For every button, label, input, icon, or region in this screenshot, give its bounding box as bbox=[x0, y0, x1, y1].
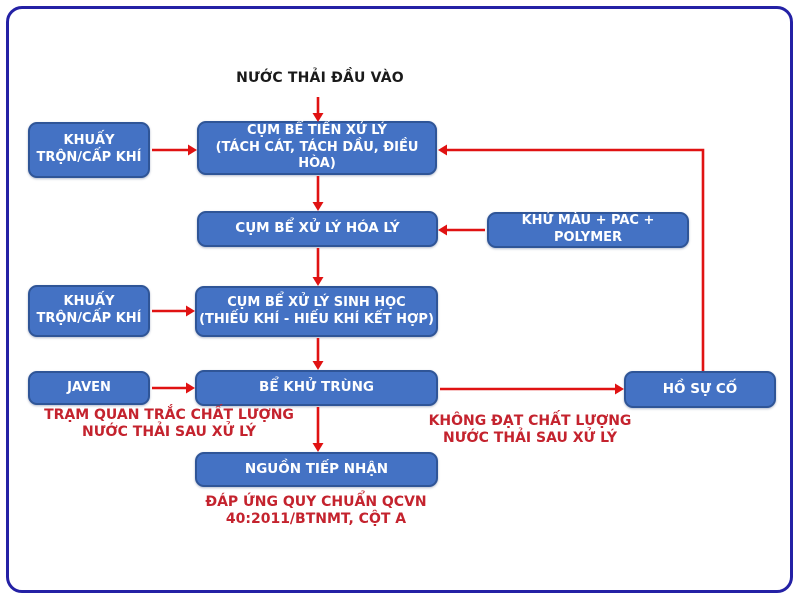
arrow-mixing2-to-biological bbox=[152, 305, 195, 317]
node-emergency-pond: HỒ SỰ CỐ bbox=[624, 371, 776, 408]
annotation-meets-standard: ĐÁP ỨNG QUY CHUẨN QCVN 40:2011/BTNMT, CỘ… bbox=[205, 494, 427, 527]
arrow-emergency-pond-to-pretreatment bbox=[438, 144, 705, 371]
arrow-disinfection-to-emergency-pond bbox=[440, 383, 624, 395]
annotation-not-meeting-quality: KHÔNG ĐẠT CHẤT LƯỢNG NƯỚC THẢI SAU XỬ LÝ bbox=[428, 413, 632, 446]
arrow-decolor-to-physicochemical bbox=[438, 224, 485, 236]
arrow-javen-to-disinfection bbox=[152, 382, 195, 394]
node-physicochemical-treatment: CỤM BỂ XỬ LÝ HÓA LÝ bbox=[197, 211, 438, 247]
node-mixing-aeration-2: KHUẤY TRỘN/CẤP KHÍ bbox=[28, 285, 150, 337]
node-receiving-source: NGUỒN TIẾP NHẬN bbox=[195, 452, 438, 487]
arrow-physicochemical-to-biological bbox=[312, 248, 324, 286]
node-pre-treatment: CỤM BỂ TIỀN XỬ LÝ (TÁCH CÁT, TÁCH DẦU, Đ… bbox=[197, 121, 437, 175]
node-decolor-pac-polymer: KHỬ MÀU + PAC + POLYMER bbox=[487, 212, 689, 248]
node-biological-treatment: CỤM BỂ XỬ LÝ SINH HỌC (THIẾU KHÍ - HIẾU … bbox=[195, 286, 438, 337]
arrow-biological-to-disinfection bbox=[312, 338, 324, 370]
arrow-mixing1-to-pretreatment bbox=[152, 144, 197, 156]
node-javen: JAVEN bbox=[28, 371, 150, 405]
arrow-pretreatment-to-physicochemical bbox=[312, 176, 324, 211]
label-influent-water: NƯỚC THẢI ĐẦU VÀO bbox=[236, 70, 404, 86]
node-disinfection-tank: BỂ KHỬ TRÙNG bbox=[195, 370, 438, 406]
annotation-monitoring-station: TRẠM QUAN TRẮC CHẤT LƯỢNG NƯỚC THẢI SAU … bbox=[44, 407, 294, 440]
arrow-influent-to-pretreatment bbox=[312, 97, 324, 122]
node-mixing-aeration-1: KHUẤY TRỘN/CẤP KHÍ bbox=[28, 122, 150, 178]
arrow-disinfection-to-receiving bbox=[312, 407, 324, 452]
